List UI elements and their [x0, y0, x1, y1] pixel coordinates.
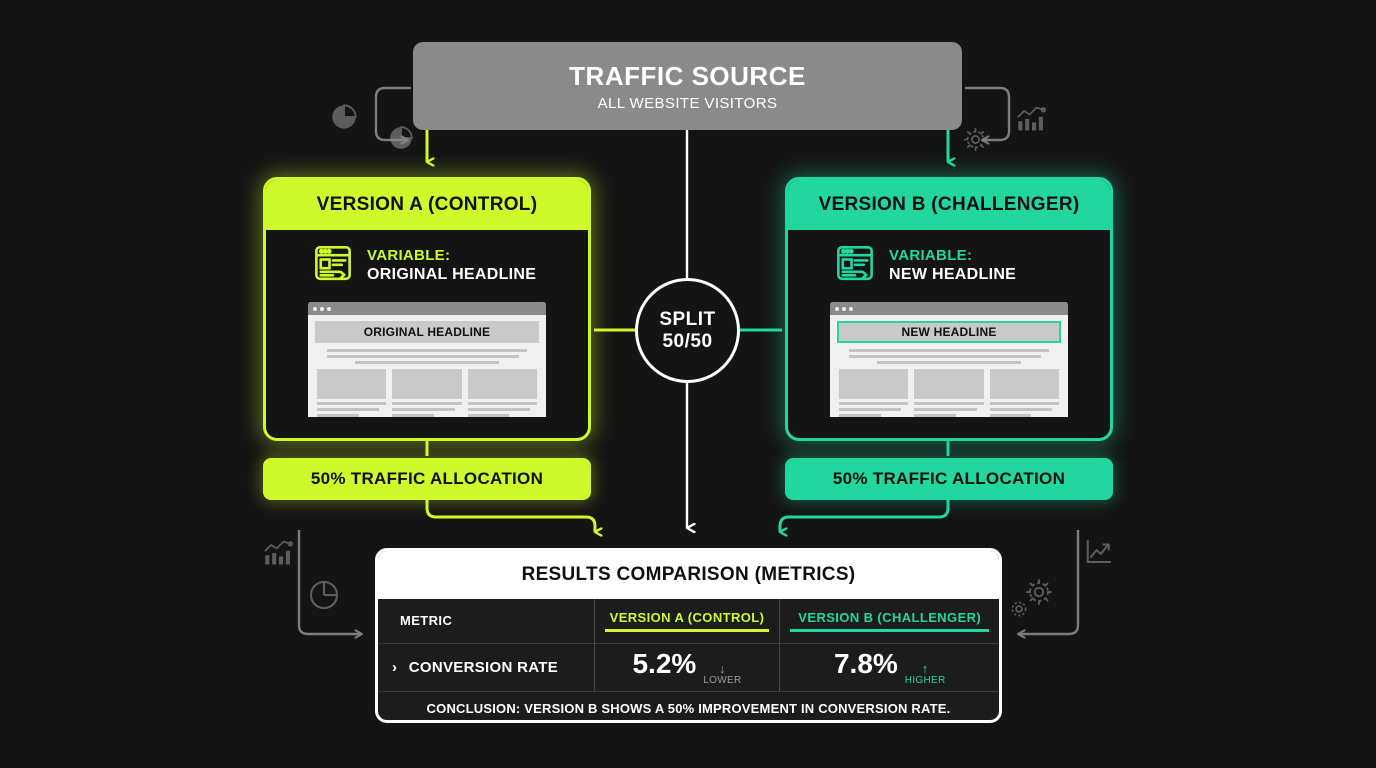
version-a-page-mockup: ORIGINAL HEADLINE — [308, 302, 546, 417]
table-header-row: METRIC VERSION A (CONTROL) VERSION B (CH… — [378, 599, 999, 643]
version-b-allocation-bar: 50% TRAFFIC ALLOCATION — [785, 458, 1113, 500]
version-a-header: VERSION A (CONTROL) — [266, 180, 588, 230]
window-dot — [849, 306, 853, 311]
browser-window-icon — [834, 242, 876, 289]
mockup-card — [839, 369, 909, 417]
version-b-page-mockup: NEW HEADLINE — [830, 302, 1068, 417]
results-comparison-card: RESULTS COMPARISON (METRICS) METRIC VERS… — [375, 548, 1002, 723]
line-chart-icon — [1084, 537, 1114, 567]
mockup-titlebar — [308, 302, 546, 315]
column-header-metric: METRIC — [400, 613, 453, 629]
mockup-card — [317, 369, 387, 417]
results-table: METRIC VERSION A (CONTROL) VERSION B (CH… — [378, 599, 999, 691]
version-b-header: VERSION B (CHALLENGER) — [788, 180, 1110, 230]
mockup-text-lines — [837, 343, 1061, 364]
version-b-mock-headline: NEW HEADLINE — [837, 321, 1061, 343]
table-row[interactable]: › CONVERSION RATE 5.2% ↓ LOWER — [378, 642, 999, 691]
column-underline-a — [604, 628, 770, 632]
version-b-variable-row: VARIABLE: NEW HEADLINE — [804, 242, 1094, 289]
traffic-source-box: TRAFFIC SOURCE ALL WEBSITE VISITORS — [413, 42, 962, 130]
window-dot — [835, 306, 839, 311]
version-b-trend-badge: ↑ HIGHER — [905, 662, 946, 686]
arrow-down-icon: ↓ — [718, 661, 726, 677]
version-a-mock-headline: ORIGINAL HEADLINE — [315, 321, 539, 343]
window-dot — [320, 306, 324, 311]
window-dot — [313, 306, 317, 311]
gear-icon — [962, 126, 989, 153]
version-b-value-cell: 7.8% ↑ HIGHER — [779, 642, 999, 691]
mockup-card — [989, 369, 1059, 417]
chevron-right-icon: › — [392, 658, 398, 676]
mockup-card — [392, 369, 462, 417]
traffic-source-title: TRAFFIC SOURCE — [569, 60, 806, 91]
version-a-trend-badge: ↓ LOWER — [703, 662, 741, 686]
version-b-variable-label: VARIABLE: — [889, 247, 973, 264]
split-ratio: 50/50 — [662, 330, 713, 352]
window-dot — [842, 306, 846, 311]
mockup-titlebar — [830, 302, 1068, 315]
traffic-source-subtitle: ALL WEBSITE VISITORS — [597, 94, 778, 112]
version-b-panel[interactable]: VERSION B (CHALLENGER) VA — [785, 177, 1113, 441]
version-a-variable-value: ORIGINAL HEADLINE — [367, 266, 537, 283]
mockup-cards — [315, 364, 539, 417]
pie-chart-icon — [307, 578, 341, 612]
gear-icon — [1024, 577, 1054, 607]
pie-chart-icon — [388, 125, 414, 151]
metric-label: CONVERSION RATE — [408, 658, 558, 676]
results-title: RESULTS COMPARISON (METRICS) — [378, 551, 999, 599]
split-node: SPLIT 50/50 — [635, 278, 740, 383]
bar-chart-trend-icon — [1016, 104, 1048, 134]
version-a-value: 5.2% — [632, 648, 697, 680]
version-a-variable-label: VARIABLE: — [367, 247, 451, 264]
window-dot — [327, 306, 331, 311]
version-b-trend-label: HIGHER — [904, 675, 946, 687]
version-a-trend-label: LOWER — [703, 675, 742, 687]
mockup-card — [914, 369, 984, 417]
split-label: SPLIT — [659, 308, 716, 330]
column-header-version-a: VERSION A (CONTROL) — [593, 599, 780, 643]
conclusion-text: CONCLUSION: VERSION B SHOWS A 50% IMPROV… — [378, 691, 999, 720]
column-underline-b — [790, 628, 989, 632]
version-a-allocation-bar: 50% TRAFFIC ALLOCATION — [263, 458, 591, 500]
version-a-value-cell: 5.2% ↓ LOWER — [593, 642, 780, 691]
gear-icon — [1008, 598, 1030, 620]
metric-name-cell: › CONVERSION RATE — [378, 642, 594, 691]
browser-window-icon — [312, 242, 354, 289]
mockup-card — [467, 369, 537, 417]
bar-chart-trend-icon — [263, 538, 295, 568]
mockup-cards — [837, 364, 1061, 417]
version-b-value: 7.8% — [833, 648, 898, 680]
version-a-panel[interactable]: VERSION A (CONTROL) VARIA — [263, 177, 591, 441]
version-b-variable-value: NEW HEADLINE — [889, 266, 1017, 283]
arrow-up-icon: ↑ — [921, 661, 929, 677]
mockup-text-lines — [315, 343, 539, 364]
pie-chart-icon — [330, 103, 358, 131]
column-header-version-b: VERSION B (CHALLENGER) — [779, 599, 999, 643]
version-a-variable-row: VARIABLE: ORIGINAL HEADLINE — [282, 242, 572, 289]
